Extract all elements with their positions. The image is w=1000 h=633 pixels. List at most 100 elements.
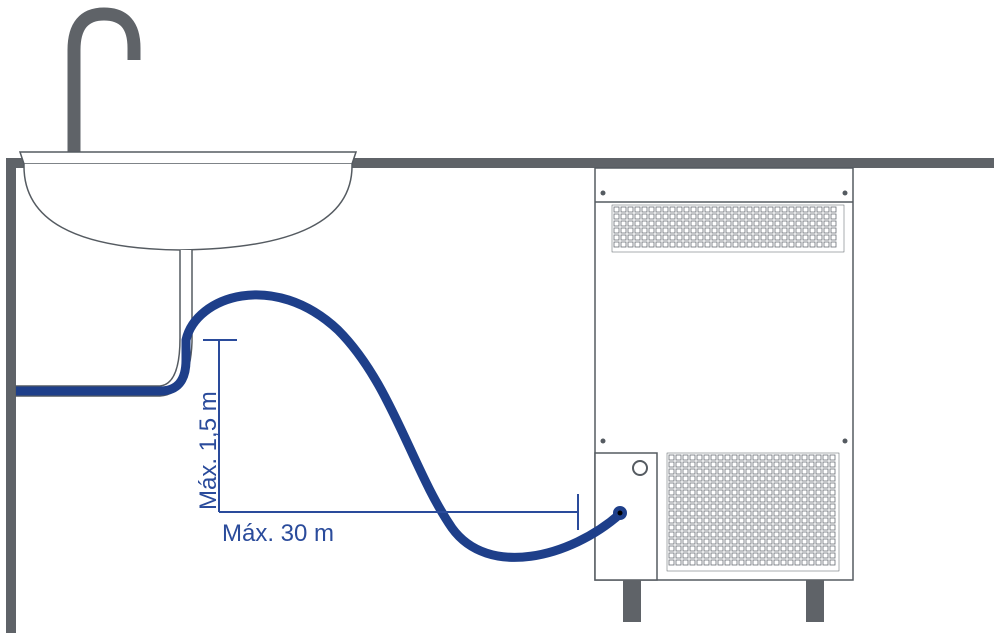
vent-hole [675, 524, 682, 531]
vent-hole [682, 496, 689, 503]
vent-hole [724, 524, 731, 531]
vent-hole [802, 220, 809, 227]
vent-hole [668, 510, 675, 517]
vent-hole [795, 220, 802, 227]
vent-hole [634, 227, 641, 234]
vent-hole [766, 545, 773, 552]
vent-hole [725, 213, 732, 220]
vent-hole [752, 482, 759, 489]
vent-hole [801, 559, 808, 566]
vent-hole [689, 552, 696, 559]
vent-hole [752, 531, 759, 538]
vent-hole [822, 496, 829, 503]
vent-hole [697, 220, 704, 227]
vent-hole [738, 524, 745, 531]
vent-hole [746, 227, 753, 234]
vent-hole [816, 220, 823, 227]
vent-hole [731, 475, 738, 482]
vent-hole [711, 234, 718, 241]
vent-hole [738, 510, 745, 517]
vent-hole [690, 241, 697, 248]
vent-hole [690, 213, 697, 220]
vent-hole [774, 206, 781, 213]
vent-hole [634, 220, 641, 227]
vent-hole [682, 552, 689, 559]
vent-hole [710, 482, 717, 489]
vent-hole [682, 475, 689, 482]
vent-hole [738, 475, 745, 482]
vent-hole [669, 206, 676, 213]
vent-hole [794, 552, 801, 559]
vent-hole [738, 489, 745, 496]
vent-hole [732, 206, 739, 213]
vent-hole [780, 475, 787, 482]
vent-hole [731, 517, 738, 524]
vent-hole [682, 524, 689, 531]
vent-hole [809, 241, 816, 248]
vent-hole [809, 227, 816, 234]
vent-hole [759, 489, 766, 496]
vent-hole [794, 475, 801, 482]
vent-hole [696, 489, 703, 496]
vent-hole [675, 559, 682, 566]
vent-hole [816, 241, 823, 248]
vent-hole [738, 545, 745, 552]
vent-hole [710, 468, 717, 475]
vent-hole [745, 482, 752, 489]
vent-hole [752, 468, 759, 475]
vent-hole [634, 234, 641, 241]
vent-hole [745, 545, 752, 552]
vent-hole [710, 538, 717, 545]
vent-hole [753, 206, 760, 213]
vent-hole [808, 496, 815, 503]
vent-hole [759, 475, 766, 482]
vent-hole [773, 531, 780, 538]
vent-hole [752, 489, 759, 496]
vent-hole [823, 227, 830, 234]
vent-hole [703, 489, 710, 496]
vent-hole [648, 220, 655, 227]
vent-hole [773, 517, 780, 524]
vent-hole [620, 227, 627, 234]
vent-hole [808, 461, 815, 468]
vent-hole [724, 510, 731, 517]
vent-hole [829, 531, 836, 538]
vent-hole [780, 510, 787, 517]
vent-hole [725, 206, 732, 213]
vent-hole [620, 206, 627, 213]
vent-hole [675, 496, 682, 503]
vent-hole [634, 241, 641, 248]
vent-hole [815, 510, 822, 517]
vent-hole [641, 241, 648, 248]
vent-hole [815, 461, 822, 468]
vent-hole [780, 461, 787, 468]
vent-hole [822, 468, 829, 475]
vent-hole [717, 510, 724, 517]
vent-hole [787, 531, 794, 538]
vent-hole [668, 545, 675, 552]
vent-hole [816, 227, 823, 234]
vent-hole [724, 496, 731, 503]
vent-hole [780, 468, 787, 475]
vent-hole [745, 524, 752, 531]
vent-hole [655, 213, 662, 220]
vent-hole [682, 559, 689, 566]
vent-hole [766, 538, 773, 545]
vent-hole [773, 475, 780, 482]
vent-hole [675, 545, 682, 552]
vent-hole [711, 220, 718, 227]
vent-hole [689, 461, 696, 468]
vent-hole [815, 552, 822, 559]
vent-hole [717, 545, 724, 552]
vent-hole [717, 559, 724, 566]
vent-hole [759, 503, 766, 510]
vent-hole [801, 524, 808, 531]
vent-hole [662, 241, 669, 248]
vent-hole [675, 489, 682, 496]
vent-hole [731, 545, 738, 552]
vent-hole [801, 552, 808, 559]
vent-hole [711, 241, 718, 248]
vent-hole [816, 213, 823, 220]
vent-hole [669, 220, 676, 227]
vent-hole [675, 454, 682, 461]
